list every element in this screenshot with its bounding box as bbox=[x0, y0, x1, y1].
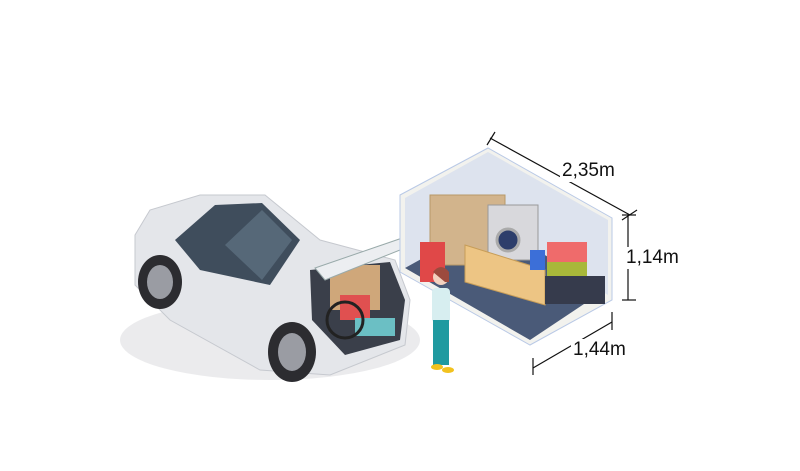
person-illustration bbox=[431, 267, 454, 373]
length-label: 2,35m bbox=[560, 160, 617, 182]
depth-label: 1,44m bbox=[571, 339, 628, 361]
car-illustration bbox=[120, 194, 446, 382]
storage-unit-illustration bbox=[399, 147, 613, 346]
height-label: 1,14m bbox=[624, 247, 681, 269]
